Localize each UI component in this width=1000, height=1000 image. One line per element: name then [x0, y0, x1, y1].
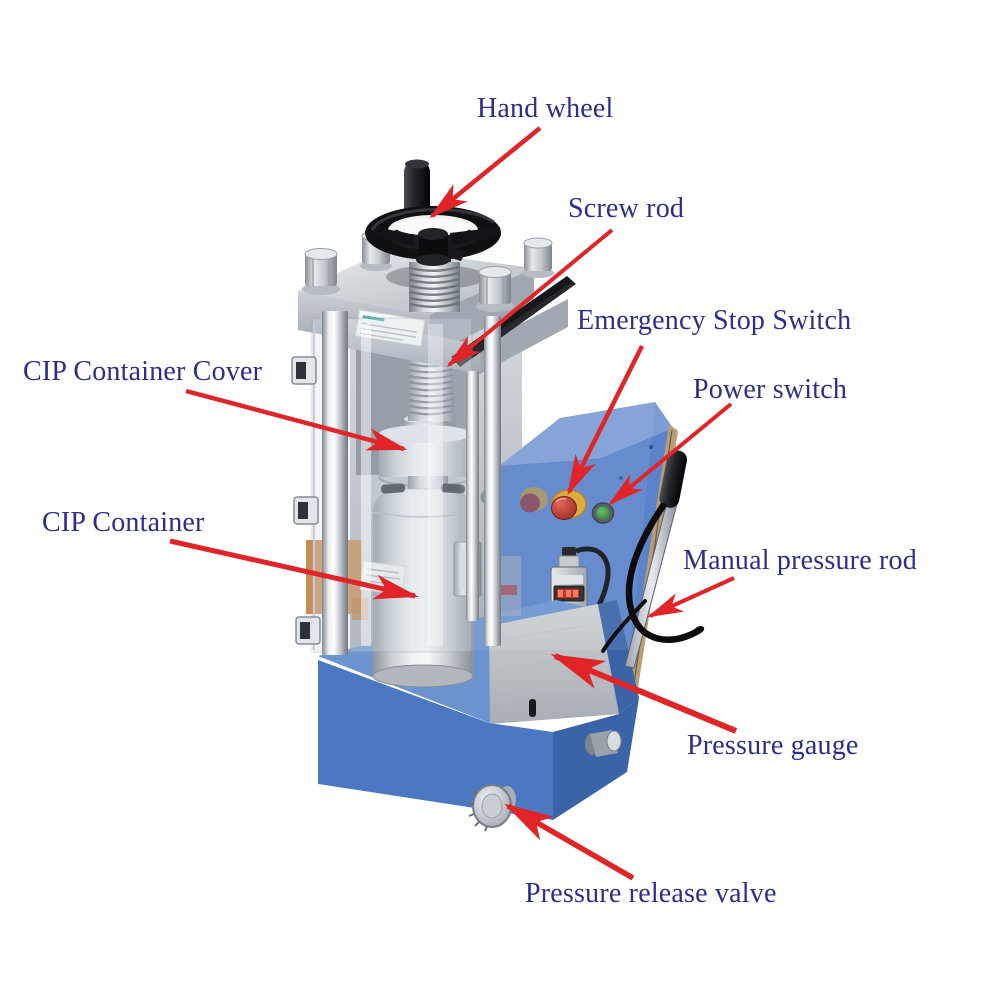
screw-rod-part	[408, 257, 460, 421]
arrow-cip-container	[169, 538, 419, 600]
emergency-stop-button	[551, 489, 587, 520]
side-knob	[585, 730, 622, 757]
arrow-power-switch	[608, 402, 733, 506]
power-switch-button	[591, 502, 615, 524]
door-hinge	[295, 616, 321, 645]
arrow-pressure-release-valve	[504, 803, 635, 881]
hex-nut	[302, 248, 340, 295]
label-cip-container-cover: CIP Container Cover	[23, 356, 263, 387]
frame-column	[322, 311, 348, 655]
arrow-cip-container-cover	[185, 388, 408, 452]
label-screw-rod: Screw rod	[568, 193, 685, 224]
frame-column	[466, 371, 479, 621]
arrow-emergency-stop	[566, 344, 645, 496]
deck-peg	[529, 699, 536, 717]
label-cip-container: CIP Container	[42, 507, 205, 538]
label-hand-wheel: Hand wheel	[477, 93, 614, 124]
annotation-arrows	[169, 126, 738, 881]
hydraulic-hose	[625, 502, 702, 643]
button-reflection	[520, 487, 548, 513]
door-hinge	[293, 496, 319, 525]
manual-pressure-rod-part	[601, 450, 705, 669]
hex-nut	[522, 237, 554, 278]
guard-top-edge	[451, 276, 576, 367]
arrow-screw-rod	[446, 228, 614, 368]
arrow-pressure-gauge	[550, 653, 738, 734]
label-emergency-stop-switch: Emergency Stop Switch	[577, 305, 852, 336]
arrow-manual-pressure-rod	[647, 576, 735, 618]
pressure-release-valve-part	[468, 784, 516, 832]
label-power-switch: Power switch	[693, 374, 848, 405]
door-hinge	[291, 356, 317, 385]
hand-wheel-part	[365, 159, 501, 266]
label-pressure-release-valve: Pressure release valve	[525, 878, 777, 909]
hex-nut	[476, 266, 514, 312]
arrow-hand-wheel	[429, 126, 542, 219]
crosshead-beam	[343, 276, 576, 374]
label-manual-pressure-rod: Manual pressure rod	[683, 545, 917, 576]
label-pressure-gauge: Pressure gauge	[687, 730, 859, 761]
frame-column	[484, 316, 501, 646]
